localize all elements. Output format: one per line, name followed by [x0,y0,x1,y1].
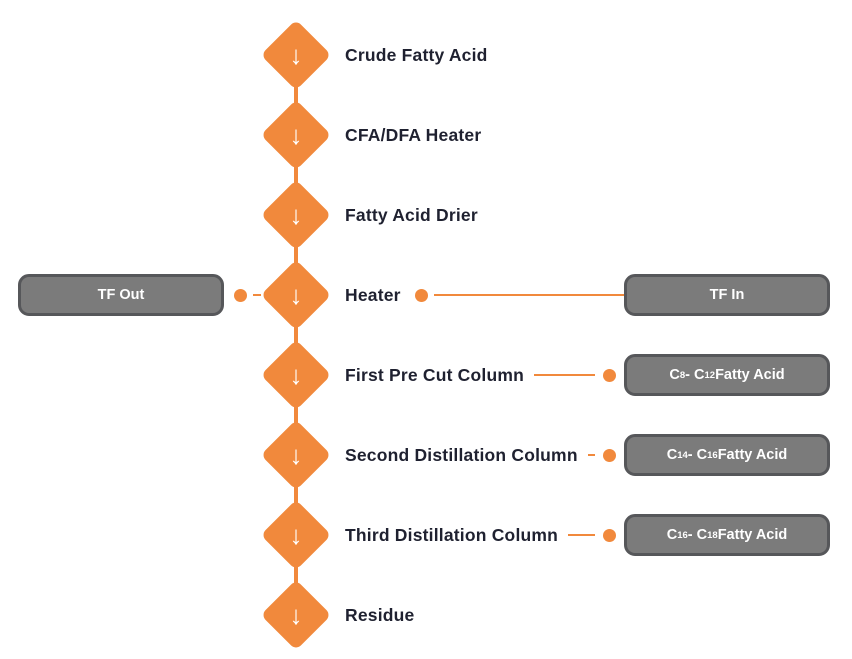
node-crude-fatty-acid: ↓ [260,19,332,91]
down-arrow-icon: ↓ [289,360,303,390]
connector-dot [603,528,616,542]
down-arrow-icon: ↓ [289,600,303,630]
label-third-distillation-column: Third Distillation Column [345,524,559,545]
box-label-superscript: 14 [677,449,688,461]
right-zone: Residue [345,575,830,655]
node-first-pre-cut-column: ↓ [260,339,332,411]
box-label-text: Fatty Acid [717,447,788,463]
left-connector-zone: TF Out [18,255,261,335]
box-label-superscript: 8 [679,369,686,381]
label-cfa-dfa-heater: CFA/DFA Heater [345,124,482,145]
box-label-superscript: 16 [677,529,688,541]
right-zone: CFA/DFA Heater [345,95,830,175]
right-zone: Heater TF In [345,255,830,335]
node-second-distillation-column: ↓ [260,419,332,491]
right-zone: Fatty Acid Drier [345,175,830,255]
connector-line [253,294,261,296]
box-label-text: - C [687,447,708,463]
box-label-text: C [666,527,678,543]
connector-dot [414,288,428,302]
box-label-text: TF In [709,287,745,303]
flow-row-fatty-acid-drier: ↓ Fatty Acid Drier [0,175,852,255]
box-label-text: C [669,367,680,383]
node-fatty-acid-drier: ↓ [260,179,332,251]
box-label-superscript: 12 [704,369,716,381]
node-residue: ↓ [260,579,332,651]
flow-row-crude-fatty-acid: ↓ Crude Fatty Acid [0,15,852,95]
node-third-distillation-column: ↓ [260,499,332,571]
box-label-superscript: 18 [707,529,718,541]
connector-dot [603,448,616,462]
box-label-text: - C [685,367,705,383]
tf-in-box: TF In [624,274,830,316]
connector-line [534,374,595,376]
label-heater: Heater [345,284,401,305]
down-arrow-icon: ↓ [289,200,303,230]
down-arrow-icon: ↓ [289,40,303,70]
box-label-text: C [666,447,678,463]
connector-line [587,454,595,456]
label-crude-fatty-acid: Crude Fatty Acid [345,44,488,65]
box-label-text: Fatty Acid [717,527,788,543]
tf-out-box: TF Out [18,274,224,316]
down-arrow-icon: ↓ [289,520,303,550]
box-label-text: - C [687,527,708,543]
right-zone: Crude Fatty Acid [345,15,830,95]
flow-spine-line [294,55,298,615]
node-cfa-dfa-heater: ↓ [260,99,332,171]
down-arrow-icon: ↓ [289,440,303,470]
box-label-superscript: 16 [707,449,718,461]
label-residue: Residue [345,604,415,625]
down-arrow-icon: ↓ [289,280,303,310]
connector-dot [603,368,616,382]
flow-row-cfa-dfa-heater: ↓ CFA/DFA Heater [0,95,852,175]
connector-line [568,534,595,536]
label-first-pre-cut-column: First Pre Cut Column [345,364,525,385]
flow-row-heater: TF Out ↓ Heater TF In [0,255,852,335]
flow-row-residue: ↓ Residue [0,575,852,655]
label-second-distillation-column: Second Distillation Column [345,444,578,465]
node-heater: ↓ [260,259,332,331]
box-label-text: TF Out [97,287,145,303]
connector-dot [234,288,247,302]
down-arrow-icon: ↓ [289,120,303,150]
connector-line [433,294,624,296]
label-fatty-acid-drier: Fatty Acid Drier [345,204,478,225]
box-label-text: Fatty Acid [715,367,785,383]
